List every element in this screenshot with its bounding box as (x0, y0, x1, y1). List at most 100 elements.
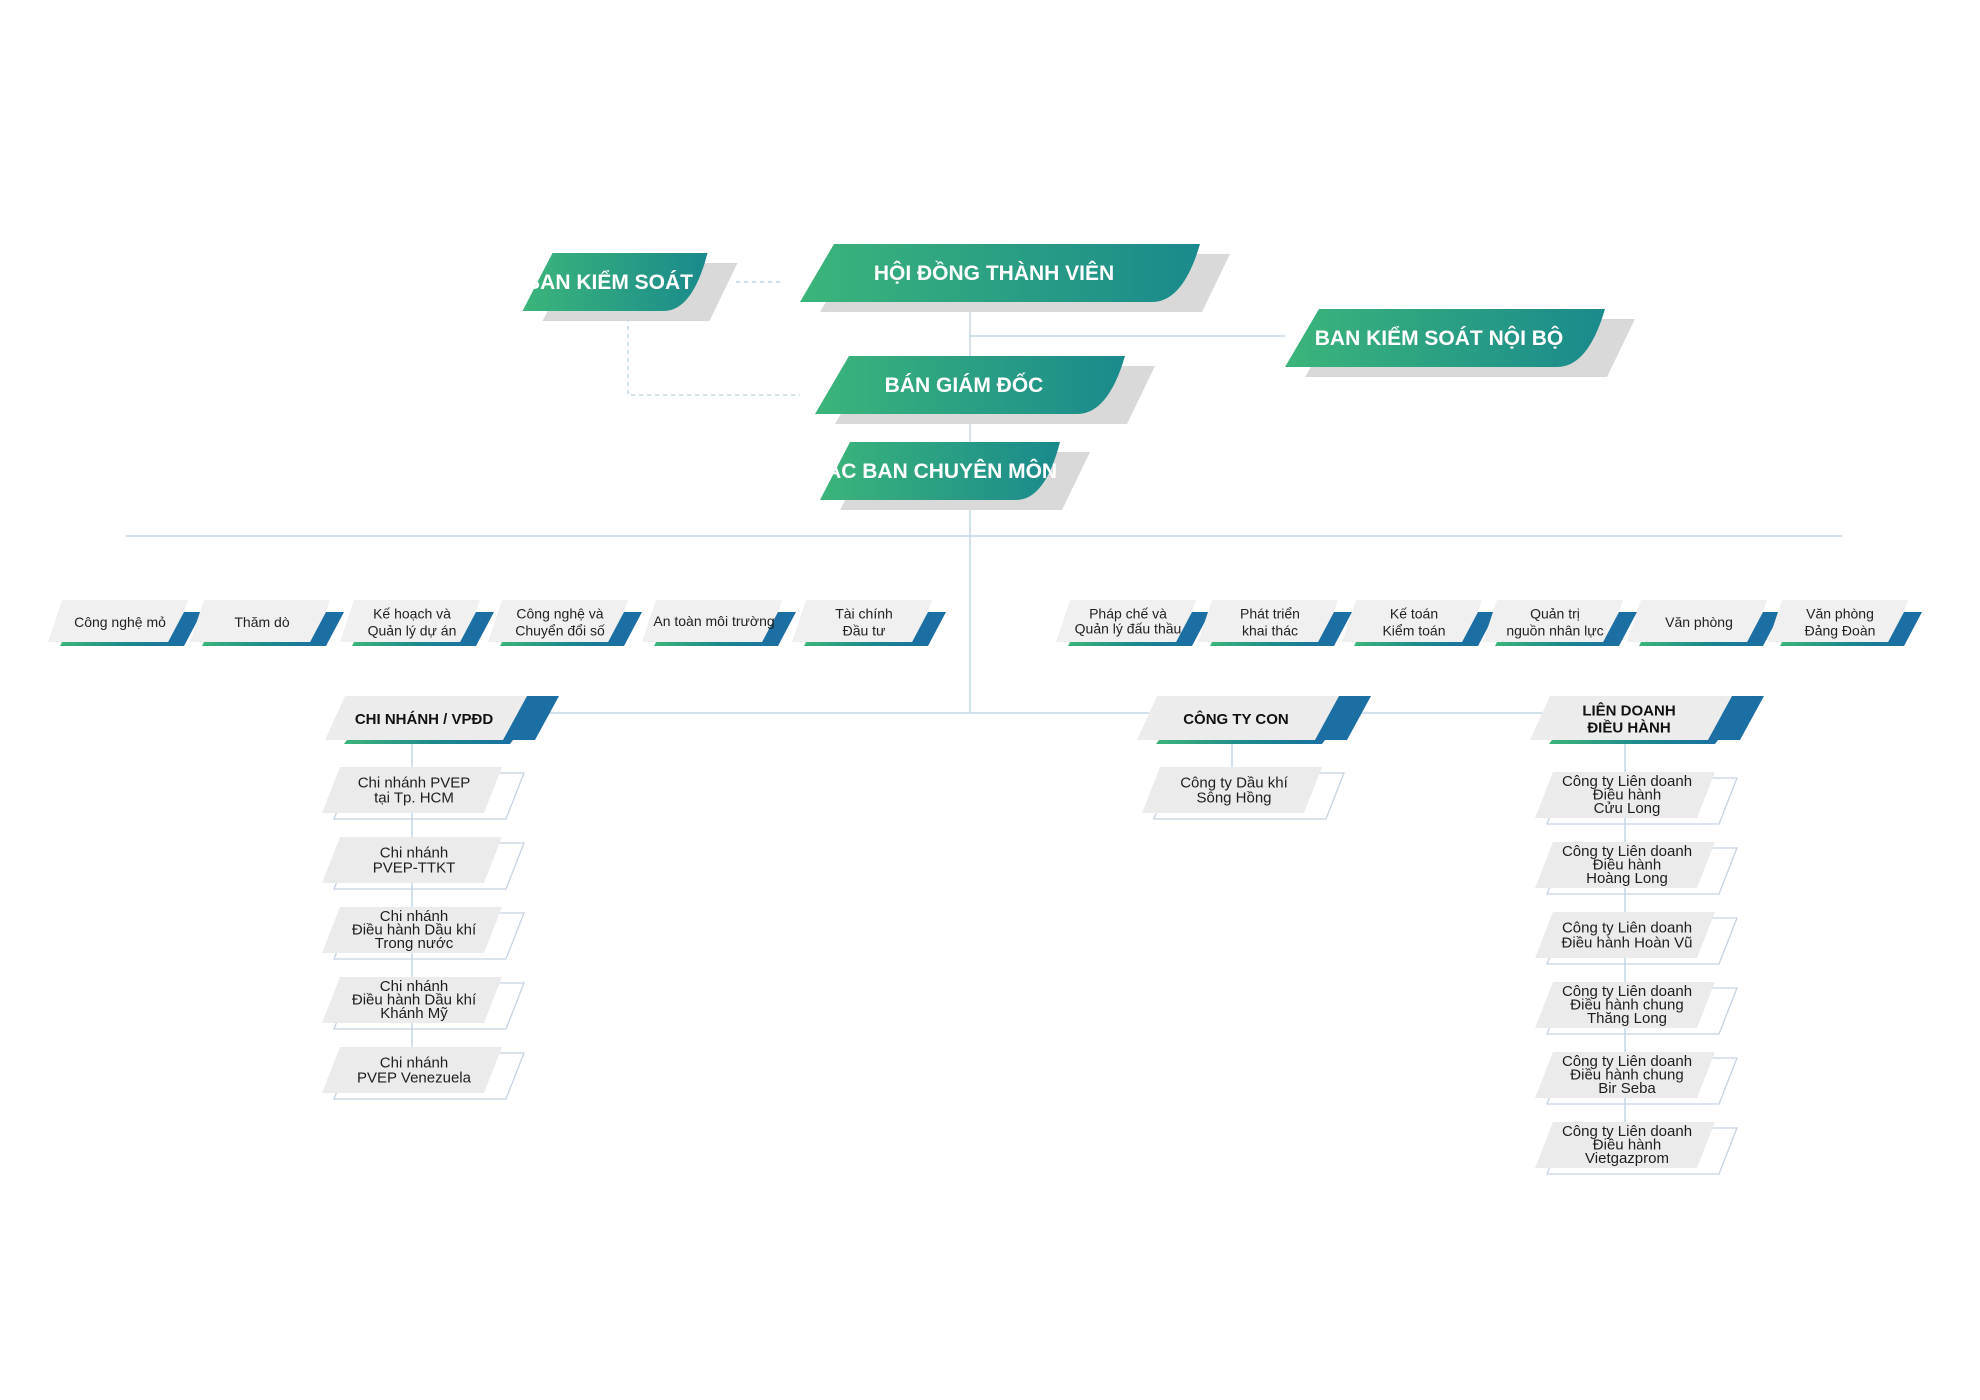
lien-doanh-item-fill (1535, 912, 1715, 958)
chi-nhanh-header-fill (325, 696, 535, 740)
lien-doanh-header-label-line-1: LIÊN DOANH (1582, 701, 1675, 719)
hoi-dong-thanh-vien-shape (800, 244, 1200, 302)
chi-nhanh-item-fill (322, 767, 502, 813)
dept-box-stripe (1068, 642, 1188, 646)
lien-doanh-item-label-1-line-2: Điều hành (1593, 787, 1661, 804)
chi-nhanh-item-label-2-line-1: Chi nhánh (380, 845, 448, 862)
chi-nhanh-header-label: CHI NHÁNH / VPĐD (355, 711, 494, 728)
ban-kiem-soat-noi-bo-label: BAN KIỂM SOÁT NỘI BỘ (1315, 326, 1564, 350)
dept-box-fill (340, 600, 480, 642)
ban-kiem-soat-label: BAN KIỂM SOÁT (525, 271, 693, 294)
lien-doanh-item-label-4-line-3: Thăng Long (1587, 1010, 1667, 1027)
ban-kiem-soat-noi-bo-box[interactable]: BAN KIỂM SOÁT NỘI BỘ (1285, 309, 1635, 377)
dept-box-fill (1198, 600, 1338, 642)
dept-label-3-line-2: Quản lý dự án (368, 622, 457, 638)
cac-ban-chuyen-mon-box[interactable]: CÁC BAN CHUYÊN MÔN (811, 442, 1090, 510)
dept-box-accent (1886, 612, 1922, 646)
dept-label-10-line-2: nguồn nhân lực (1506, 622, 1603, 638)
dept-box-fill (1627, 600, 1767, 642)
dept-box-2[interactable]: Thăm dò (190, 600, 344, 646)
dept-box-stripe (1780, 642, 1900, 646)
chi-nhanh-item-label-4-line-3: Khánh Mỹ (380, 1005, 448, 1022)
dept-box-stripe (1495, 642, 1615, 646)
dept-box-stripe (804, 642, 924, 646)
dept-box-accent (1316, 612, 1352, 646)
lien-doanh-header-label-line-2: ĐIỀU HÀNH (1587, 719, 1670, 736)
ban-kiem-soat-box[interactable]: BAN KIỂM SOÁT (522, 253, 738, 321)
cong-ty-con-header[interactable]: CÔNG TY CON (1137, 696, 1371, 744)
dept-box-fill (1768, 600, 1908, 642)
dept-label-8-line-2: khai thác (1242, 622, 1298, 638)
cac-ban-chuyen-mon-label: CÁC BAN CHUYÊN MÔN (811, 459, 1057, 483)
cong-ty-con-item-fill (1142, 767, 1322, 813)
dept-label-7-line-1: Pháp chế và (1089, 606, 1167, 622)
lien-doanh-item-label-6-line-2: Điều hành (1593, 1137, 1661, 1154)
lien-doanh-item-label-5-line-1: Công ty Liên doanh (1562, 1053, 1692, 1070)
cong-ty-con-item-label-1-line-2: Sông Hồng (1196, 790, 1271, 807)
dept-box-accent (308, 612, 344, 646)
ban-giam-doc-box[interactable]: BÁN GIÁM ĐỐC (815, 356, 1155, 424)
cac-ban-chuyen-mon-shape (820, 442, 1060, 500)
hoi-dong-thanh-vien-box[interactable]: HỘI ĐỒNG THÀNH VIÊN (800, 244, 1230, 312)
lien-doanh-item-label-5-line-2: Điều hành chung (1570, 1067, 1683, 1084)
lien-doanh-item-label-1-line-1: Công ty Liên doanh (1562, 773, 1692, 790)
dept-box-accent (1460, 612, 1496, 646)
chi-nhanh-item-fill (322, 977, 502, 1023)
dept-label-3-line-1: Kế hoạch và (373, 605, 451, 621)
cong-ty-con-header-label: CÔNG TY CON (1183, 710, 1289, 728)
dept-box-11[interactable]: Văn phòng (1627, 600, 1781, 646)
dept-box-fill (792, 600, 932, 642)
dept-box-accent (1601, 612, 1637, 646)
dept-label-8-line-1: Phát triển (1240, 605, 1300, 621)
dept-box-fill (1056, 600, 1196, 642)
dept-box-stripe (202, 642, 322, 646)
ban-giam-doc-shape (815, 356, 1125, 414)
dept-box-fill (48, 600, 188, 642)
dept-box-5[interactable]: An toàn môi trường (642, 600, 796, 646)
dept-box-1[interactable]: Công nghệ mỏ (48, 600, 202, 646)
chi-nhanh-item-label-3-line-1: Chi nhánh (380, 908, 448, 925)
chi-nhanh-header[interactable]: CHI NHÁNH / VPĐD (325, 696, 559, 744)
lien-doanh-item-fill (1535, 772, 1715, 818)
lien-doanh-item-label-3-line-1: Công ty Liên doanh (1562, 920, 1692, 937)
lien-doanh-item-label-3-line-2: Điều hành Hoàn Vũ (1562, 935, 1693, 952)
ban-kiem-soat-noi-bo-shape (1285, 309, 1605, 367)
dept-label-4-line-2: Chuyển đổi số (515, 622, 605, 638)
chi-nhanh-item-fill (322, 907, 502, 953)
dept-box-accent (1745, 612, 1781, 646)
dashed-lines (627, 281, 800, 396)
top-level-boxes: BAN KIỂM SOÁT HỘI ĐỒNG THÀNH VIÊN BAN KIỂM… (522, 244, 1635, 510)
chi-nhanh-item-label-5-line-2: PVEP Venezuela (357, 1070, 472, 1087)
lien-doanh-item-fill (1535, 842, 1715, 888)
lien-doanh-item-label-2-line-1: Công ty Liên doanh (1562, 843, 1692, 860)
chi-nhanh-header-accent (503, 696, 559, 740)
dept-label-9-line-1: Kế toán (1390, 605, 1438, 621)
dept-label-12-line-1: Văn phòng (1806, 605, 1874, 621)
lien-doanh-item-label-4-line-2: Điều hành chung (1570, 997, 1683, 1014)
